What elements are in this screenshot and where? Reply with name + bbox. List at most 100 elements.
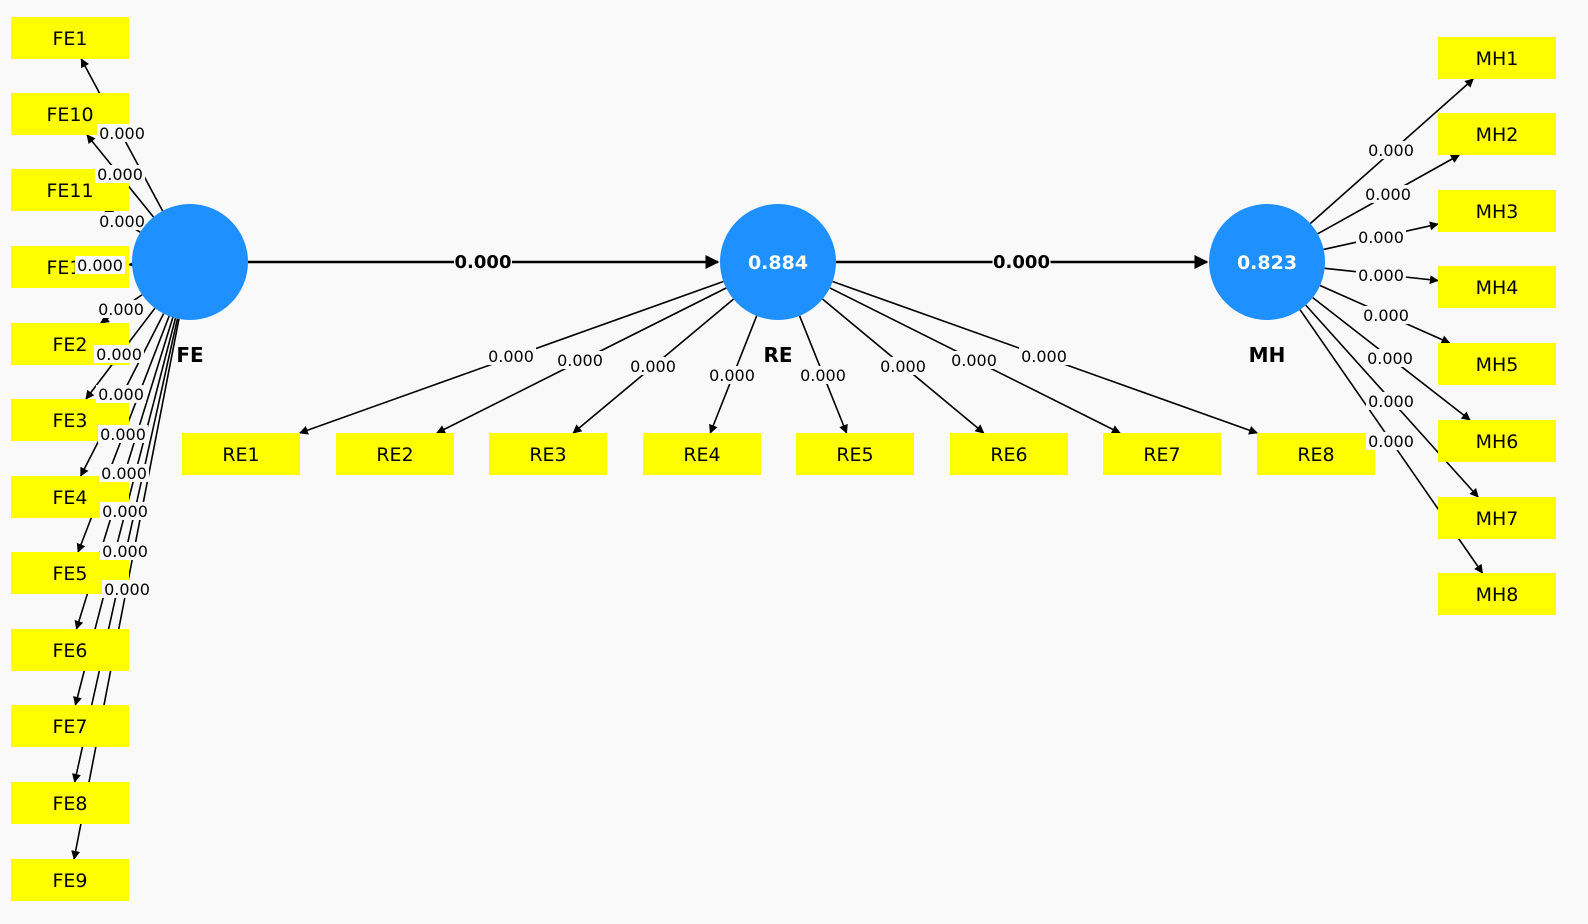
indicator-box <box>796 433 914 475</box>
loading-label-bg <box>1356 228 1406 246</box>
indicator-mh7[interactable]: MH7 <box>1438 497 1556 539</box>
indicator-re3[interactable]: RE3 <box>489 433 607 475</box>
indicator-mh4[interactable]: MH4 <box>1438 266 1556 308</box>
indicator-fe6[interactable]: FE6 <box>11 629 129 671</box>
indicator-label: FE4 <box>52 487 87 509</box>
latent-circle <box>720 204 836 320</box>
path-coefficient-bg <box>454 251 512 272</box>
loading-label-re8: 0.000 <box>1019 347 1069 366</box>
loading-value: 0.000 <box>1358 228 1404 247</box>
indicator-box <box>643 433 761 475</box>
indicator-mh6[interactable]: MH6 <box>1438 420 1556 462</box>
loading-label-bg <box>555 351 605 369</box>
loading-label-bg <box>1361 306 1411 324</box>
indicator-label: FE3 <box>52 410 87 432</box>
loading-label-bg <box>1366 141 1416 159</box>
loading-label-mh6: 0.000 <box>1365 349 1415 368</box>
indicator-re8[interactable]: RE8 <box>1257 433 1375 475</box>
loading-value: 0.000 <box>102 502 148 521</box>
indicator-box <box>1103 433 1221 475</box>
indicator-re5[interactable]: RE5 <box>796 433 914 475</box>
loading-label-bg <box>1365 349 1415 367</box>
indicator-mh2[interactable]: MH2 <box>1438 113 1556 155</box>
indicator-mh5[interactable]: MH5 <box>1438 343 1556 385</box>
indicator-re2[interactable]: RE2 <box>336 433 454 475</box>
loading-label-bg <box>96 385 146 403</box>
indicator-re1[interactable]: RE1 <box>182 433 300 475</box>
loading-label-fe1: 0.000 <box>97 124 147 143</box>
indicator-re7[interactable]: RE7 <box>1103 433 1221 475</box>
indicator-label: FE5 <box>52 563 87 585</box>
latent-r-squared: 0.884 <box>748 252 808 274</box>
indicator-box <box>1438 420 1556 462</box>
indicator-label: MH2 <box>1476 124 1519 146</box>
latent-name: MH <box>1249 343 1286 367</box>
indicator-label: MH6 <box>1476 431 1519 453</box>
indicator-fe9[interactable]: FE9 <box>11 859 129 901</box>
loading-label-mh8: 0.000 <box>1366 432 1416 451</box>
indicator-fe7[interactable]: FE7 <box>11 705 129 747</box>
loading-value: 0.000 <box>1368 141 1414 160</box>
loading-label-bg <box>878 357 928 375</box>
path-coefficient-re-mh: 0.000 <box>992 251 1051 273</box>
latent-circle <box>132 204 248 320</box>
latent-name: RE <box>763 343 792 367</box>
indicator-label: RE6 <box>990 444 1027 466</box>
indicator-box <box>11 705 129 747</box>
indicator-label: RE3 <box>529 444 566 466</box>
indicator-re4[interactable]: RE4 <box>643 433 761 475</box>
indicator-mh8[interactable]: MH8 <box>1438 573 1556 615</box>
indicator-label: FE7 <box>52 716 87 738</box>
loading-label-bg <box>1366 392 1416 410</box>
loading-value: 0.000 <box>951 351 997 370</box>
indicator-fe10[interactable]: FE10 <box>11 93 129 135</box>
indicator-fe8[interactable]: FE8 <box>11 782 129 824</box>
loading-label-re3: 0.000 <box>628 357 678 376</box>
path-coefficient-fe-re: 0.000 <box>454 251 512 273</box>
loading-label-bg <box>798 366 848 384</box>
loading-label-fe10: 0.000 <box>95 165 145 184</box>
loading-label-bg <box>100 542 150 560</box>
indicator-box <box>1438 497 1556 539</box>
loading-label-fe2: 0.000 <box>96 300 146 319</box>
loading-value: 0.000 <box>96 345 142 364</box>
indicator-label: FE10 <box>46 104 93 126</box>
indicator-label: FE2 <box>52 334 87 356</box>
indicator-fe1[interactable]: FE1 <box>11 17 129 59</box>
latent-fe[interactable]: FE <box>132 204 248 367</box>
loading-label-bg <box>100 502 150 520</box>
loading-label-re6: 0.000 <box>878 357 928 376</box>
indicator-label: FE6 <box>52 640 87 662</box>
loading-label-bg <box>707 366 757 384</box>
indicator-box <box>1438 113 1556 155</box>
indicator-label: FE9 <box>52 870 87 892</box>
loading-label-re1: 0.000 <box>486 347 536 366</box>
loading-label-mh5: 0.000 <box>1361 306 1411 325</box>
indicator-re6[interactable]: RE6 <box>950 433 1068 475</box>
loading-value: 0.000 <box>99 124 145 143</box>
indicator-box <box>182 433 300 475</box>
path-coefficient-bg <box>992 251 1051 272</box>
loading-value: 0.000 <box>1358 266 1404 285</box>
loading-label-re5: 0.000 <box>798 366 848 385</box>
loading-value: 0.000 <box>98 385 144 404</box>
path-coefficient-value: 0.000 <box>455 252 512 273</box>
indicator-mh3[interactable]: MH3 <box>1438 190 1556 232</box>
loading-label-bg <box>1019 347 1069 365</box>
indicator-label: MH5 <box>1476 354 1519 376</box>
loading-label-fe4: 0.000 <box>96 385 146 404</box>
loading-value: 0.000 <box>1368 432 1414 451</box>
indicator-mh1[interactable]: MH1 <box>1438 37 1556 79</box>
loading-value: 0.000 <box>97 165 143 184</box>
loading-label-bg <box>75 256 125 274</box>
loading-label-re7: 0.000 <box>949 351 999 370</box>
loading-value: 0.000 <box>630 357 676 376</box>
indicator-box <box>1438 37 1556 79</box>
loading-label-bg <box>102 580 152 598</box>
indicator-label: RE7 <box>1143 444 1180 466</box>
loading-label-bg <box>628 357 678 375</box>
